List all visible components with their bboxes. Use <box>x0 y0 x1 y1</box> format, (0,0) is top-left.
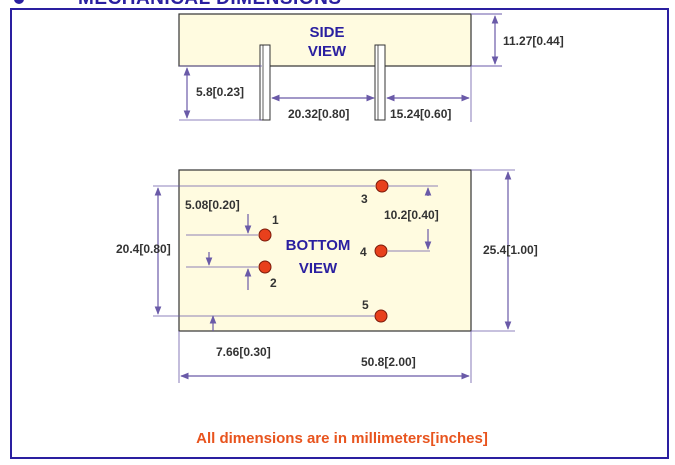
side-pin-to-edge-dim: 15.24[0.60] <box>390 107 451 121</box>
pin-2-label: 2 <box>270 276 277 290</box>
pin5-offset-dim: 7.66[0.30] <box>216 345 271 359</box>
left-span-dim: 20.4[0.80] <box>116 242 171 256</box>
side-view-label-line2: VIEW <box>308 43 347 60</box>
pin-5 <box>374 309 388 323</box>
side-height-dim: 11.27[0.44] <box>503 34 564 48</box>
bottom-height-dim: 25.4[1.00] <box>483 243 538 257</box>
bullet-icon <box>14 0 24 4</box>
pin-4 <box>374 244 388 258</box>
heading-bar: MECHANICAL DIMENSIONS <box>0 0 675 10</box>
pin-1 <box>258 228 272 242</box>
bottom-view-label-line1: BOTTOM <box>286 237 351 254</box>
side-view-body <box>178 13 472 67</box>
bottom-view-body <box>178 169 472 332</box>
bottom-view-label-line2: VIEW <box>299 260 338 277</box>
side-pin-length-dim: 5.8[0.23] <box>196 85 244 99</box>
side-pin-spacing-dim: 20.32[0.80] <box>288 107 349 121</box>
side-pin-left <box>259 44 271 121</box>
side-pin-right <box>374 44 386 121</box>
page-title: MECHANICAL DIMENSIONS <box>78 0 342 10</box>
side-view: SIDE VIEW 11.27[0.44] 5.8[0.23] 20.32[0.… <box>178 13 564 122</box>
pin-2 <box>258 260 272 274</box>
pin-3-label: 3 <box>361 192 368 206</box>
bottom-view: BOTTOM VIEW 1 2 3 4 5 5.08[0.20] 10.2[0.… <box>116 169 538 383</box>
bottom-width-dim: 50.8[2.00] <box>361 355 416 369</box>
pin-4-label: 4 <box>360 245 367 259</box>
pin12-spacing-dim: 5.08[0.20] <box>185 198 240 212</box>
side-view-label-line1: SIDE <box>309 24 344 41</box>
units-note: All dimensions are in millimeters[inches… <box>196 430 488 447</box>
pin-1-label: 1 <box>272 213 279 227</box>
pin34-spacing-dim: 10.2[0.40] <box>384 208 439 222</box>
pin-3 <box>375 179 389 193</box>
pin-5-label: 5 <box>362 298 369 312</box>
